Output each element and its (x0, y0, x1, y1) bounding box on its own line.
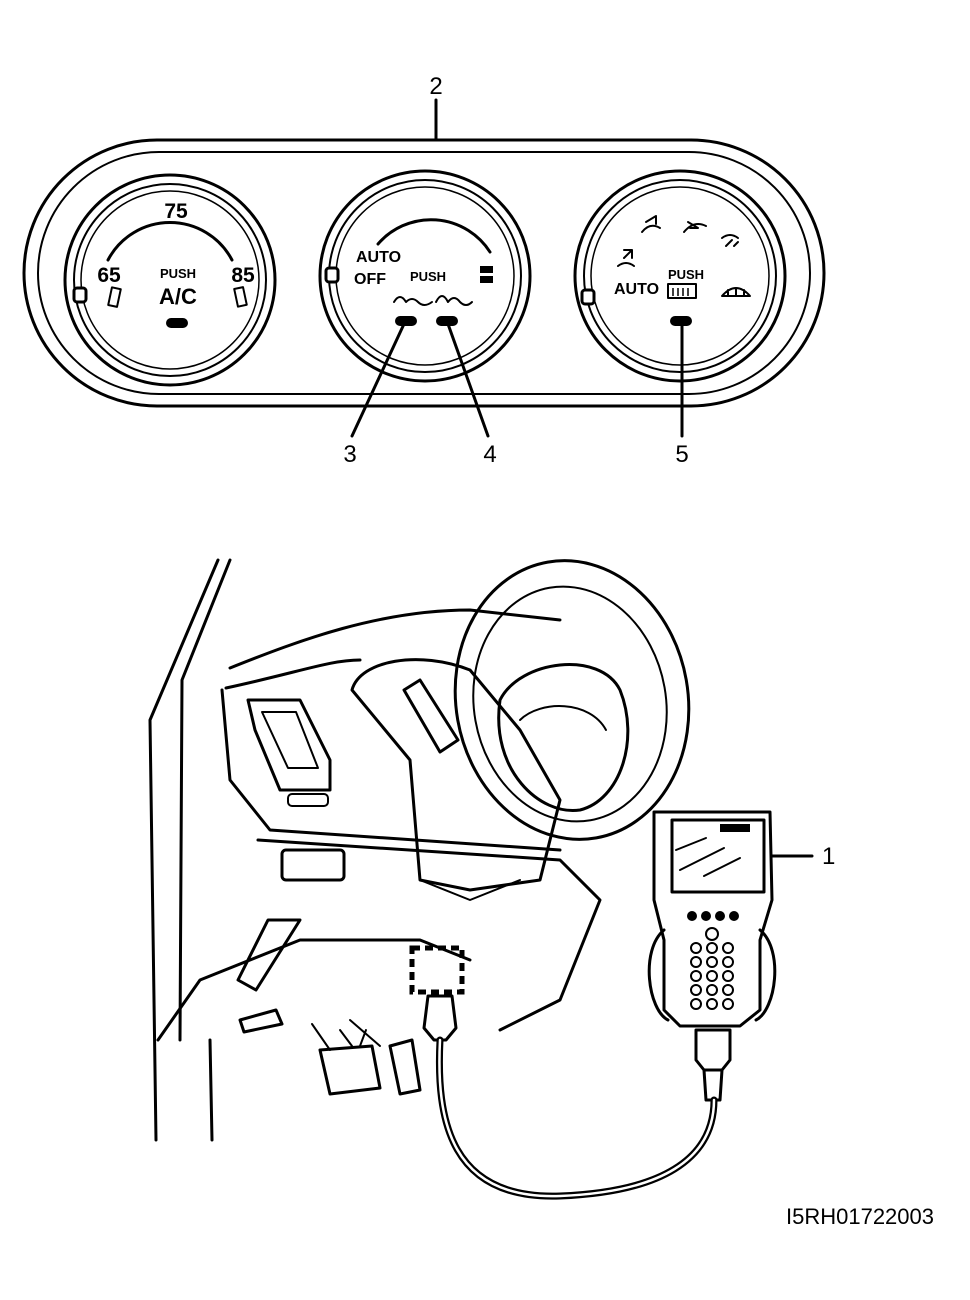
climate-control-panel (22, 138, 826, 408)
lower-dash (256, 838, 602, 1032)
fan-dial[interactable]: AUTO OFF PUSH (318, 169, 532, 383)
steering-column (350, 658, 562, 892)
ac-indicator (166, 318, 188, 328)
scan-tool-keypad[interactable] (687, 911, 739, 1010)
fan-low-icon (393, 296, 433, 306)
temp-marker-left (107, 286, 122, 308)
data-link-connector (409, 945, 465, 995)
accelerator-pedal (388, 1038, 422, 1096)
fan-auto-label: AUTO (356, 249, 401, 266)
rear-defrost-icon[interactable] (667, 283, 697, 299)
vent-knob (287, 793, 329, 807)
vehicle-interior (148, 558, 691, 1142)
mode-push-label: PUSH (668, 267, 704, 282)
temp-marker-right (233, 286, 248, 308)
vent-face-icon (617, 249, 635, 267)
callout-2: 2 (429, 73, 442, 100)
vent-foot-icon (683, 221, 707, 233)
dlc-plug (422, 994, 458, 1042)
dashboard-top (228, 608, 562, 670)
temp-label-75: 75 (164, 200, 188, 223)
kick-panel (238, 1008, 284, 1034)
mode-indicator (670, 316, 692, 326)
scan-tool-grip-left (647, 928, 670, 1022)
recirculation-icon (480, 266, 493, 283)
brake-pedal (318, 1044, 382, 1096)
mode-auto-label: AUTO (614, 281, 659, 298)
panel-bezel-inner (37, 151, 811, 395)
callout-1: 1 (822, 843, 835, 870)
ac-button-label[interactable]: A/C (159, 284, 197, 309)
steering-wheel-inner (472, 585, 668, 823)
scan-tool-screen (670, 818, 766, 894)
vent-bilevel-icon (641, 215, 661, 233)
scan-tool-grip-right (754, 928, 777, 1022)
dial-tab-left (72, 286, 88, 304)
callout-4: 4 (483, 441, 496, 468)
callout-leaders-top (350, 98, 684, 438)
temp-label-65: 65 (97, 264, 121, 287)
callout-3: 3 (343, 441, 356, 468)
steering-wheel-rim (453, 559, 691, 841)
side-vent (246, 698, 332, 792)
callout-5: 5 (675, 441, 688, 468)
fan-high-indicator[interactable] (436, 316, 458, 326)
dial-tab-left (580, 288, 596, 306)
temp-label-85: 85 (231, 264, 255, 287)
fan-push-label: PUSH (410, 269, 446, 284)
steering-hub (497, 663, 630, 812)
scan-tool-body (652, 810, 774, 1028)
temp-push-label: PUSH (160, 266, 196, 281)
door-frame (178, 558, 232, 1142)
figure-code: I5RH01722003 (786, 1204, 934, 1229)
turn-signal-stalk (402, 678, 460, 754)
fan-low-indicator[interactable] (395, 316, 417, 326)
defrost-foot-icon (721, 234, 739, 247)
panel-bezel-outer (22, 138, 826, 408)
dial-tab-left (324, 266, 340, 284)
fan-high-icon (435, 295, 473, 306)
scan-tool[interactable] (647, 810, 777, 1102)
scan-tool-cable (435, 1036, 718, 1200)
mode-dial[interactable]: AUTO PUSH (573, 169, 787, 383)
fan-off-label: OFF (354, 271, 386, 288)
scan-tool-connector (694, 1028, 732, 1072)
a-pillar (148, 558, 220, 1142)
front-defrost-icon[interactable] (721, 287, 751, 297)
dash-switch (280, 848, 346, 882)
temperature-dial[interactable]: 75 65 85 PUSH A/C (63, 173, 277, 387)
